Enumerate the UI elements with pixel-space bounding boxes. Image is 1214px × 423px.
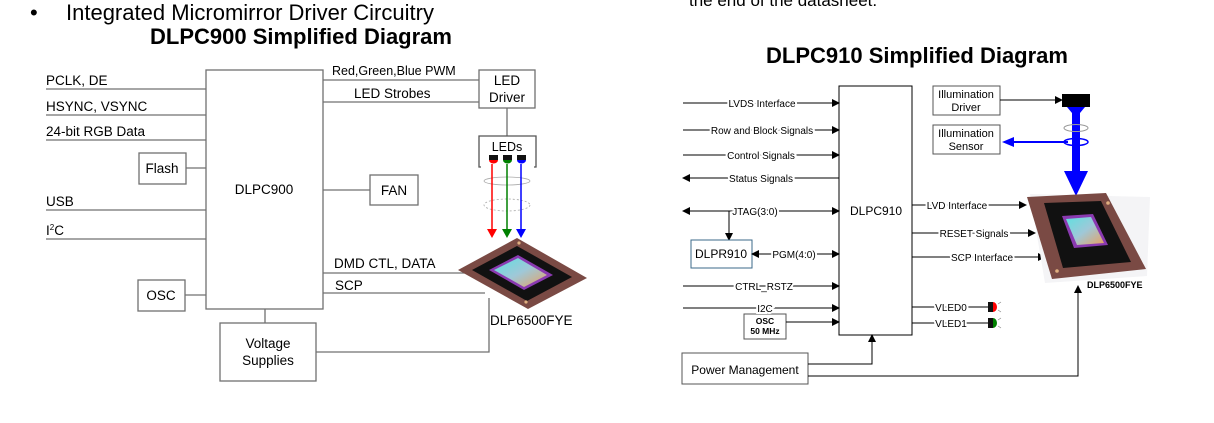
input-label-hsync: HSYNC, VSYNC — [46, 99, 148, 114]
fan-block — [369, 174, 419, 206]
dmd-label-right: DLP6500FYE — [1087, 280, 1143, 290]
output-label-vled0: VLED0 — [935, 303, 967, 314]
output-label-scp: SCP Interface — [951, 253, 1014, 264]
led-emitters — [489, 155, 526, 164]
illumination-sensor-block — [932, 124, 1001, 155]
leds-label: LEDs — [492, 140, 523, 154]
dmd-chip-pad — [524, 300, 528, 304]
blue-beam-arrow — [516, 229, 526, 238]
illumination-sensor-label-line2: Sensor — [949, 141, 984, 153]
illumination-beam-arrow — [1064, 171, 1088, 196]
datasheet-text-fragment: the end of the datasheet. — [689, 0, 878, 10]
sensor-feedback-arrow — [1002, 137, 1014, 147]
dmd-chip-mirror-array — [1066, 217, 1104, 245]
green-beam-arrow — [502, 229, 512, 238]
dlpr910-label: DLPR910 — [695, 247, 747, 261]
dmd-chip-pad — [1055, 269, 1059, 273]
dmd-ctl-label: DMD CTL, DATA — [334, 256, 436, 271]
power-dmd-link — [808, 285, 1082, 377]
osc-50mhz-block — [743, 313, 787, 340]
output-label-reset: RESET Signals — [940, 229, 1009, 240]
illumination-beam — [1072, 112, 1080, 172]
vled1-led-body — [988, 318, 993, 328]
input-label-i2c: I2C — [46, 223, 64, 238]
voltage-supplies-block — [219, 322, 317, 382]
vled0-led-body — [988, 302, 993, 312]
vled1-led-lens — [993, 318, 997, 328]
vled-indicators — [988, 301, 1002, 329]
illumination-driver-label-line2: Driver — [951, 102, 981, 114]
flash-block — [138, 152, 187, 185]
illumination-optics — [1002, 94, 1090, 196]
dlpc910-diagram-title: DLPC910 Simplified Diagram — [766, 43, 1068, 68]
bullet-dot: • — [30, 0, 38, 25]
osc-block — [137, 279, 186, 312]
fan-label: FAN — [381, 183, 407, 198]
dmd-label-left: DLP6500FYE — [490, 313, 573, 328]
input-label-pclk: PCLK, DE — [46, 73, 108, 88]
illumination-driver-label-line1: Illumination — [938, 89, 994, 101]
led-red-lens — [489, 160, 498, 164]
vled1-led-rays — [997, 317, 1002, 329]
dmd-chip-left — [458, 238, 587, 309]
led-green-lens — [503, 160, 512, 164]
power-controller-link — [808, 334, 876, 365]
osc-label: OSC — [146, 288, 176, 303]
illumination-sensor-label-line1: Illumination — [938, 128, 994, 140]
led-strobes-label: LED Strobes — [354, 86, 431, 101]
osc-label-line2: 50 MHz — [750, 326, 779, 336]
bullet-text: Integrated Micromirror Driver Circuitry — [66, 0, 434, 25]
led-beams — [487, 164, 526, 238]
osc-label-line1: OSC — [756, 316, 774, 326]
input-label-jtag: JTAG(3:0) — [732, 207, 777, 218]
led-blue-body — [517, 155, 526, 160]
voltage-label-line1: Voltage — [245, 336, 290, 351]
power-management-label: Power Management — [691, 363, 799, 377]
led-driver-label-line1: LED — [494, 73, 521, 88]
input-label-rgb-data: 24-bit RGB Data — [46, 124, 146, 139]
dmd-chip-pad — [517, 241, 521, 245]
dmd-chip-pad — [1106, 201, 1110, 205]
output-label-vled1: VLED1 — [935, 319, 967, 330]
illumination-driver-block — [932, 85, 1001, 116]
output-label-lvd: LVD Interface — [927, 201, 988, 212]
power-management-block — [681, 352, 809, 385]
dlpc900-diagram — [46, 69, 537, 382]
dlpc900-diagram-title: DLPC900 Simplified Diagram — [150, 24, 452, 49]
led-red-body — [489, 155, 498, 160]
dlpc900-label: DLPC900 — [235, 182, 294, 197]
voltage-dmd-link — [316, 298, 490, 353]
rgb-pwm-label: Red,Green,Blue PWM — [332, 64, 456, 78]
input-label-usb: USB — [46, 194, 74, 209]
bullet-item: • Integrated Micromirror Driver Circuitry — [30, 1, 434, 25]
flash-label: Flash — [145, 161, 178, 176]
input-label-i2c: I2C — [757, 304, 773, 315]
led-blue-lens — [517, 160, 526, 164]
input-label-row-block: Row and Block Signals — [711, 126, 813, 137]
led-driver-label-line2: Driver — [489, 90, 526, 105]
vled0-led-lens — [993, 302, 997, 312]
leds-block — [478, 135, 537, 168]
dlpr910-block — [690, 239, 753, 269]
input-label-control: Control Signals — [727, 151, 795, 162]
led-driver-block — [478, 69, 536, 109]
dlpc910-label: DLPC910 — [850, 204, 902, 218]
input-label-lvds: LVDS Interface — [728, 99, 796, 110]
dlpc910-diagram — [681, 85, 1082, 385]
led-green-body — [503, 155, 512, 160]
optic-lens-1 — [1063, 124, 1089, 132]
right-labels: LVDS Interface Row and Block Signals Con… — [709, 97, 1016, 332]
input-label-status: Status Signals — [729, 174, 793, 185]
dmd-chip-mirror-array — [494, 258, 547, 287]
dmd-chip-right — [1027, 193, 1150, 283]
light-source-lens — [1067, 107, 1085, 113]
light-source — [1062, 94, 1090, 107]
red-beam-arrow — [487, 229, 497, 238]
vled0-led-rays — [997, 301, 1002, 313]
scp-label: SCP — [335, 278, 363, 293]
pgm-label: PGM(4:0) — [772, 250, 815, 261]
voltage-label-line2: Supplies — [242, 353, 294, 368]
input-label-ctrl-rstz: CTRL_RSTZ — [735, 282, 793, 293]
